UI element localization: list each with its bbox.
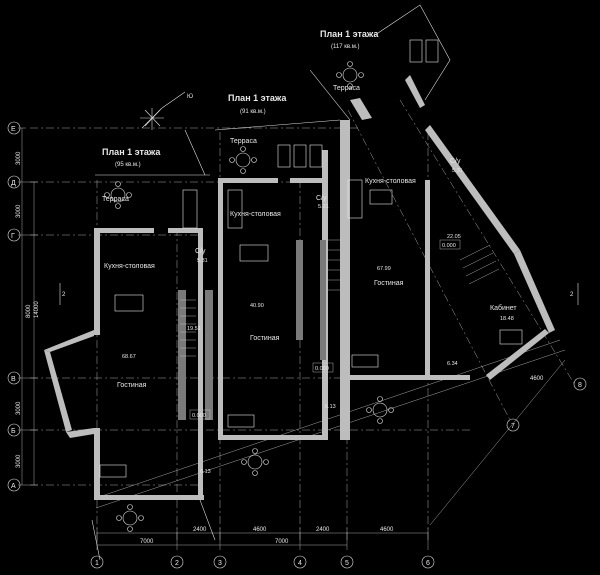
area-living-right: 67.99 <box>377 266 391 272</box>
axis-left-G: Г <box>11 233 15 240</box>
plan-title-mid: План 1 этажа <box>228 93 287 103</box>
dim-bottom1-c: 2400 <box>316 527 330 533</box>
axis-left-V: В <box>11 376 16 383</box>
dimension-texts: 2400 4600 2400 4600 7000 7000 4600 3000 … <box>16 151 544 545</box>
furniture <box>99 39 523 532</box>
terrace-outlines <box>91 4 451 561</box>
axis-diag-8: 8 <box>578 382 582 389</box>
room-kitchen-mid: Кухня-столовая <box>230 211 281 218</box>
axis-bottom-2: 2 <box>175 560 179 567</box>
plan-title-top: План 1 этажа <box>320 29 379 39</box>
area-wc-right: 5.31 <box>452 168 463 174</box>
axis-bottom-4: 4 <box>298 560 302 567</box>
dim-left-c: 3000 <box>16 401 22 415</box>
area-small-right: 6.34 <box>447 361 458 367</box>
area-wc-mid: 5.31 <box>318 204 329 210</box>
dim-left-d: 3000 <box>16 454 22 468</box>
room-areas: 5.31 5.31 5.31 68.67 40.90 67.99 19.51 6… <box>122 168 514 475</box>
room-labels: Терраса Терраса Терраса Кухня-столовая К… <box>102 85 517 389</box>
dim-bottom1-a: 2400 <box>193 527 207 533</box>
bottom-axis-bubbles: 1 2 3 4 5 6 <box>90 555 435 569</box>
room-terrace-mid: Терраса <box>230 138 257 145</box>
unit-left-walls <box>44 228 204 500</box>
axis-bottom-3: 3 <box>218 560 222 567</box>
section-mark-right: 2 <box>570 292 574 298</box>
room-wc-left: С/у <box>195 248 206 255</box>
area-wc-left: 5.31 <box>197 258 208 264</box>
room-terrace-left: Терраса <box>102 196 129 203</box>
plan-area-top: (117 кв.м.) <box>331 44 360 50</box>
level-mark-left: 0.000 <box>192 413 206 419</box>
axis-diag-7: 7 <box>511 423 515 430</box>
dim-bottom1-d: 4600 <box>380 527 394 533</box>
room-living-right: Гостиная <box>374 280 404 287</box>
room-kitchen-left: Кухня-столовая <box>104 263 155 270</box>
area-hall-left: 19.51 <box>187 326 201 332</box>
area-living-left: 68.67 <box>122 354 136 360</box>
axis-left-B: Б <box>11 428 16 435</box>
area-living-mid: 40.90 <box>250 303 264 309</box>
bottom-dimension-chain <box>96 528 429 550</box>
room-wc-mid: С/у <box>316 195 327 202</box>
room-cabinet: Кабинет <box>490 304 517 312</box>
dim-left-mid: 8000 <box>26 304 32 318</box>
left-axis-bubbles: Е Д Г В Б А <box>7 121 21 492</box>
level-mark-mid: 0.000 <box>315 366 329 372</box>
area-cabinet: 18.48 <box>500 316 514 322</box>
level-mark-right: 0.000 <box>442 243 456 249</box>
axis-bottom-6: 6 <box>426 560 430 567</box>
axis-left-D: Д <box>11 180 16 187</box>
plan-title-left: План 1 этажа <box>102 147 161 157</box>
section-mark-left: 2 <box>62 292 66 298</box>
room-living-left: Гостиная <box>117 382 147 389</box>
north-letter: Ю <box>187 94 193 100</box>
left-dimension-chain <box>18 127 38 486</box>
north-arrow: Ю <box>140 91 193 130</box>
room-wc-right: С/у <box>450 158 461 165</box>
section-markers: 2 2 <box>59 283 579 305</box>
unit-right-walls <box>320 75 555 440</box>
plan-titles: План 1 этажа (117 кв.м.) План 1 этажа (9… <box>102 29 379 168</box>
axis-left-E: Е <box>11 126 16 133</box>
axis-bottom-5: 5 <box>345 560 349 567</box>
diagonal-axis-bubbles: 7 8 <box>506 377 587 432</box>
room-living-mid: Гостиная <box>250 335 280 342</box>
dim-left-total: 14000 <box>34 301 40 318</box>
area-small-mid: 6.13 <box>325 404 336 410</box>
dim-bottom2-a: 7000 <box>140 539 154 545</box>
plan-area-mid: (91 кв.м.) <box>240 109 266 115</box>
level-marks: 0.000 0.000 0.000 <box>189 239 461 420</box>
area-room-right: 22.05 <box>447 234 461 240</box>
dim-left-a: 3000 <box>16 151 22 165</box>
dim-bottom2-b: 7000 <box>275 539 289 545</box>
dim-diagonal: 4600 <box>530 376 544 382</box>
axis-bottom-1: 1 <box>95 560 99 567</box>
area-small-left: 6.13 <box>200 469 211 475</box>
dim-bottom1-b: 4600 <box>253 527 267 533</box>
room-terrace-top: Терраса <box>333 85 360 92</box>
plan-area-left: (95 кв.м.) <box>115 162 141 168</box>
unit-mid-walls <box>205 150 328 440</box>
dim-left-b: 3000 <box>16 204 22 218</box>
axis-left-A: А <box>11 483 16 490</box>
room-kitchen-right: Кухня-столовая <box>365 178 416 185</box>
